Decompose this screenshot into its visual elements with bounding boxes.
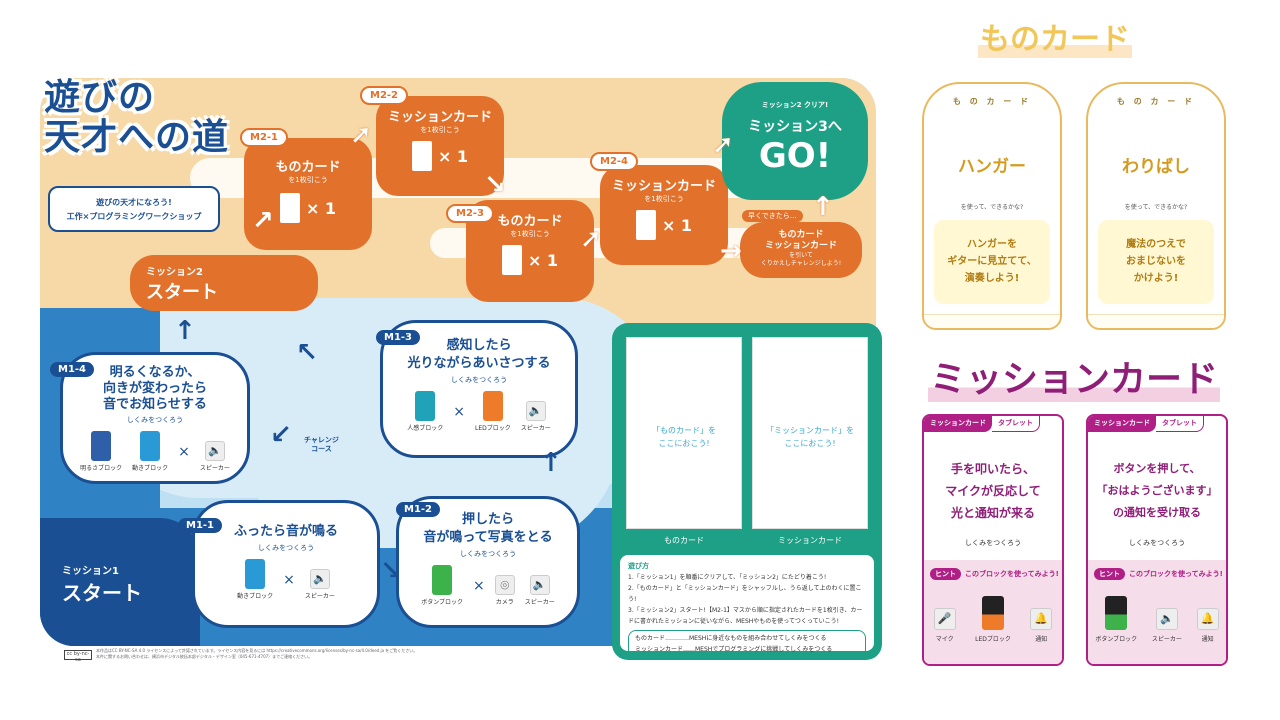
card-icon <box>411 141 432 171</box>
m2-4-tag: M2-4 <box>590 152 639 171</box>
speaker-icon: 🔈 <box>204 441 225 461</box>
m1-1-tag: M1-1 <box>178 518 223 533</box>
speaker-icon: 🔈 <box>309 569 330 589</box>
mono-card-hanger[interactable]: も の カ ー ド ハンガー を使って、できるかな? ハンガーを ギターに見立て… <box>922 82 1062 330</box>
bell-icon: 🔔 <box>1196 608 1219 630</box>
arrow-right-icon: ➚ <box>350 120 372 150</box>
mission-card-header: ミッションカード <box>928 350 1221 402</box>
speaker-icon: 🔈 <box>525 401 546 421</box>
mic-block: 🎤マイク <box>933 608 956 643</box>
m2-4-cell: ミッションカード を1枚引こう × 1 <box>600 165 728 265</box>
m1-3-tag: M1-3 <box>376 330 421 345</box>
speaker-block: 🔈スピーカー <box>521 401 551 432</box>
m2-2-tag: M2-2 <box>360 86 409 105</box>
card-icon <box>501 245 522 275</box>
m1-1-cell: ふったら音が鳴る しくみをつくろう 動きブロック × 🔈スピーカー <box>192 500 380 628</box>
mono-card-slot[interactable]: 「ものカード」を ここにおこう! <box>626 337 742 529</box>
arrow-up-icon: ↑ <box>540 448 562 478</box>
times-icon: × <box>178 443 190 460</box>
arrow-up-icon: ↑ <box>174 316 196 346</box>
led-block: LEDブロック <box>975 596 1011 643</box>
board-subtitle: 遊びの天才になろう! 工作×プログラミングワークショップ <box>48 186 220 232</box>
m2-1-cell: ものカード を1枚引こう × 1 <box>244 138 372 250</box>
m2-1-tag: M2-1 <box>240 128 289 147</box>
times-icon: × <box>453 403 465 420</box>
button-block: ボタンブロック <box>1095 596 1137 643</box>
mono-card-chopsticks[interactable]: も の カ ー ド わりばし を使って、できるかな? 魔法のつえで おまじないを… <box>1086 82 1226 330</box>
arrow-left-icon: ↖ <box>296 338 318 368</box>
notify-block: 🔔通知 <box>1196 608 1219 643</box>
repeat-cell: ものカード ミッションカード を引いて くりかえしチャレンジしよう! <box>740 222 862 278</box>
hint-area: ヒントこのブロックを使ってみよう! 🎤マイク LEDブロック 🔔通知 <box>924 560 1062 664</box>
mono-slot-label: ものカード <box>664 536 704 545</box>
camera-block: ◎カメラ <box>494 575 515 606</box>
m1-2-tag: M1-2 <box>396 502 441 517</box>
arrow-left-icon: ↙ <box>270 420 292 450</box>
microphone-icon: 🎤 <box>933 608 956 630</box>
arrow-right-icon: ➚ <box>580 224 602 254</box>
arrow-down-icon: ↘ <box>484 170 506 200</box>
hint-area: ヒントこのブロックを使ってみよう! ボタンブロック 🔈スピーカー 🔔通知 <box>1088 560 1226 664</box>
arrow-up-icon: ↗ <box>252 206 274 236</box>
cc-license-badge: cc by-nc-sa <box>64 650 92 663</box>
speaker-icon: 🔈 <box>1155 608 1178 630</box>
arrow-up-icon: ➚ <box>712 130 734 160</box>
card-legend: ものカード…………MESHに身近なものを組み合わせてしくみをつくる ミッションカ… <box>628 630 866 658</box>
mission2-start: ミッション2 スタート <box>130 255 318 311</box>
mission-card-slot[interactable]: 「ミッションカード」を ここにおこう! <box>752 337 868 529</box>
mission-slot-label: ミッションカード <box>778 536 842 545</box>
speaker-block: 🔈スピーカー <box>1152 608 1182 643</box>
notify-block: 🔔通知 <box>1030 608 1053 643</box>
bell-icon: 🔔 <box>1030 608 1053 630</box>
m1-2-cell: 押したら 音が鳴って写真をとる しくみをつくろう ボタンブロック × ◎カメラ … <box>396 496 580 628</box>
m2-3-tag: M2-3 <box>446 204 495 223</box>
arrow-up-icon: ↗ <box>166 558 188 588</box>
arrow-right-icon: ↘ <box>380 556 402 586</box>
brightness-block: 明るさブロック <box>80 431 122 472</box>
card-holder-panel: 「ものカード」を ここにおこう! 「ミッションカード」を ここにおこう! ものカ… <box>612 323 882 660</box>
motion-block: 動きブロック <box>237 559 273 600</box>
mono-card-header: ものカード <box>978 14 1132 58</box>
times-icon: × <box>283 571 295 588</box>
arrow-up-icon: ↑ <box>812 192 834 222</box>
m2-2-cell: ミッションカード を1枚引こう × 1 <box>376 96 504 196</box>
led-block: LEDブロック <box>475 391 511 432</box>
m1-4-tag: M1-4 <box>50 362 95 377</box>
motion-block: 動きブロック <box>132 431 168 472</box>
challenge-course-label: チャレンジ コース <box>304 436 339 453</box>
repeat-note: 早くできたら… <box>742 210 803 222</box>
license-note: 本作品はCC BY-NC-SA 4.0 ライセンスによって許諾されています。ライ… <box>96 648 418 659</box>
card-icon <box>635 210 656 240</box>
speaker-block: 🔈スピーカー <box>525 575 555 606</box>
card-icon <box>279 193 300 223</box>
how-to-play: 遊び方 1.「ミッション1」を順番にクリアして、「ミッション2」にたどり着こう!… <box>620 555 874 658</box>
speaker-icon: 🔈 <box>529 575 550 595</box>
button-block: ボタンブロック <box>421 565 463 606</box>
mission-card-clap[interactable]: ミッションカードタブレット 手を叩いたら、 マイクが反応して 光と通知が来る し… <box>922 414 1064 666</box>
mission1-start: ミッション1 スタート <box>40 518 200 646</box>
board-title: 遊びの 天才への道 <box>44 77 230 158</box>
speaker-block: 🔈スピーカー <box>305 569 335 600</box>
goal-cell: ミッション2 クリア! ミッション3へ GO! <box>722 82 868 200</box>
motion-sensor-block: 人感ブロック <box>407 391 443 432</box>
times-icon: × <box>473 577 485 594</box>
camera-icon: ◎ <box>494 575 515 595</box>
arrow-right-icon: → <box>720 236 742 266</box>
speaker-block: 🔈スピーカー <box>200 441 230 472</box>
mission-card-button[interactable]: ミッションカードタブレット ボタンを押して、 「おはようございます」 の通知を受… <box>1086 414 1228 666</box>
